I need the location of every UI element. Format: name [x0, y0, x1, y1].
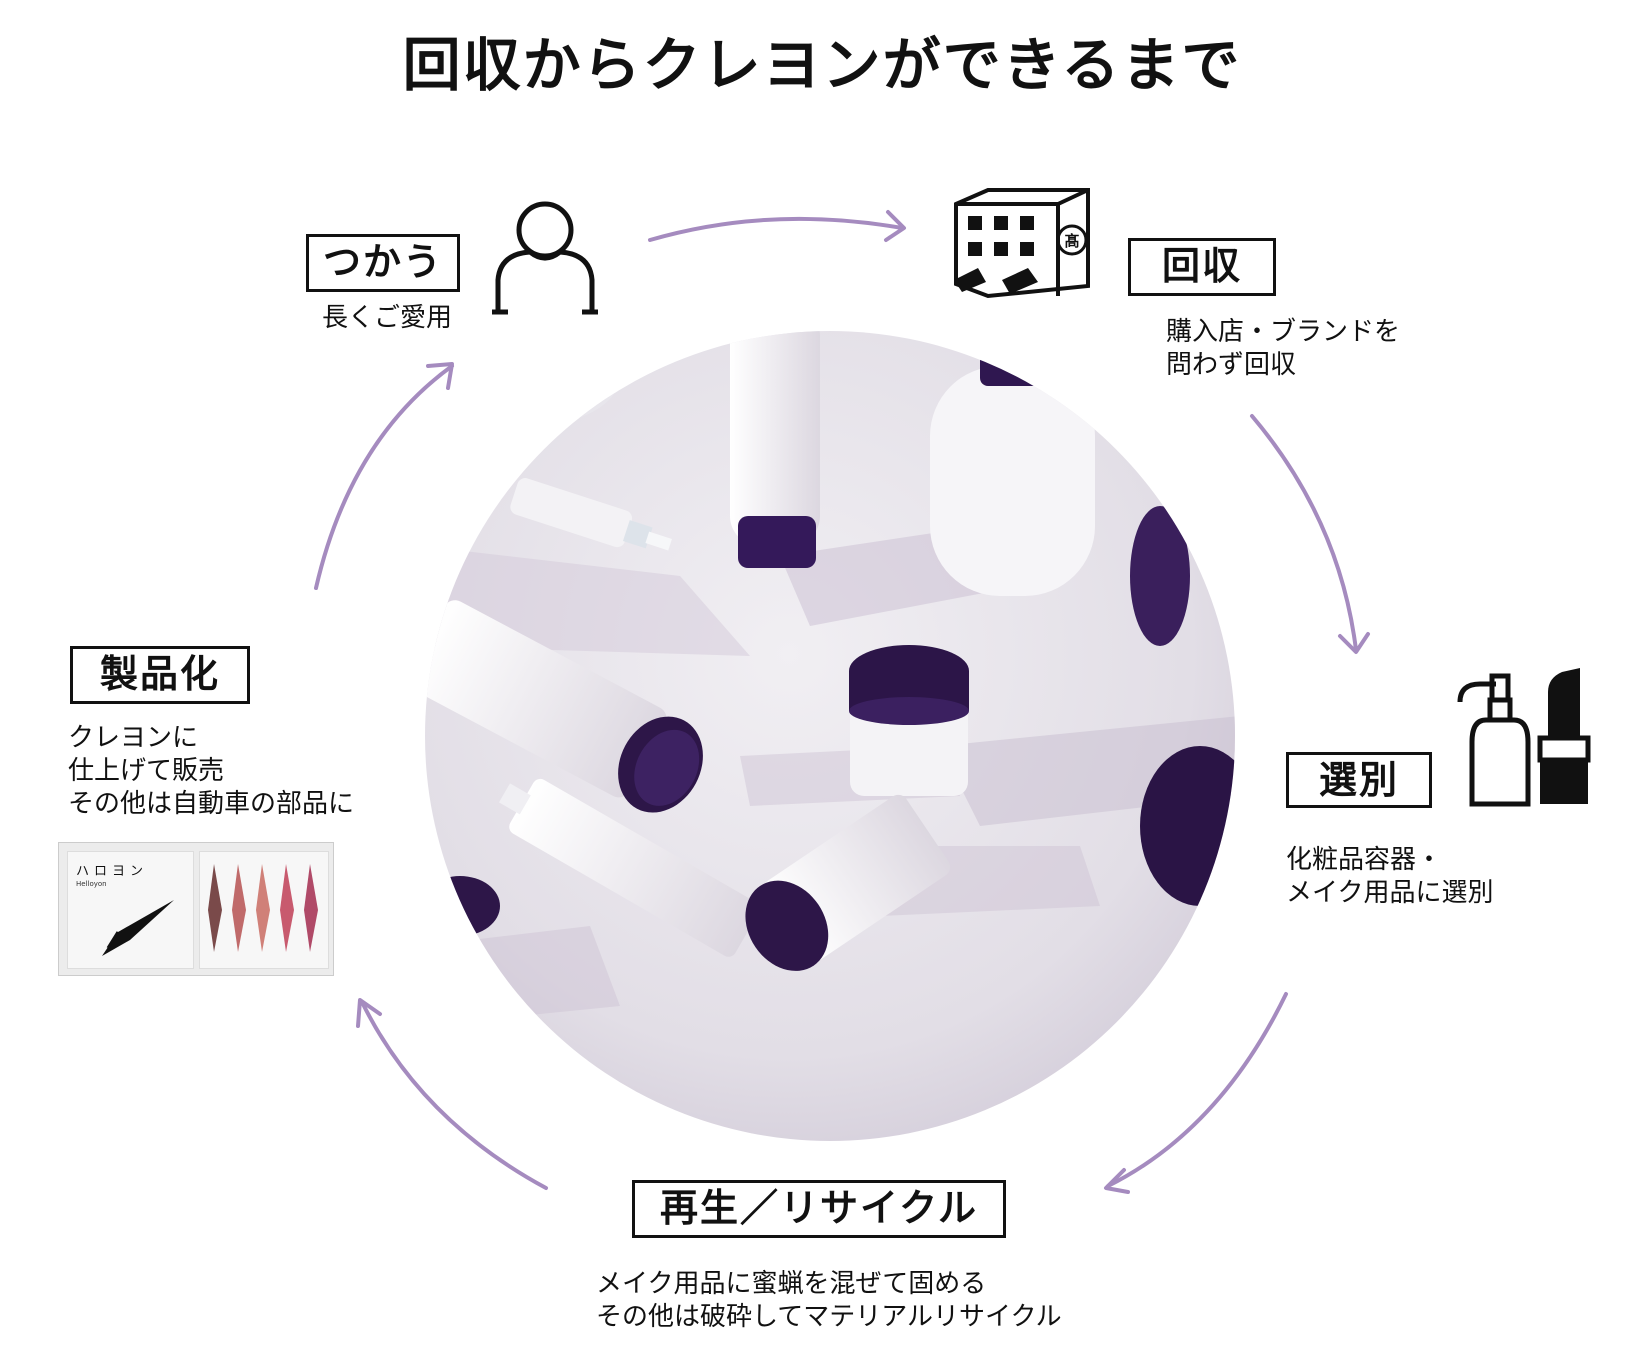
page-title: 回収からクレヨンができるまで [402, 31, 1242, 99]
svg-text:髙: 髙 [1064, 232, 1079, 250]
stage-sort-desc: 化粧品容器・ メイク用品に選別 [1286, 844, 1493, 910]
arrow-use-to-collect [648, 216, 904, 242]
stage-produce-desc-line: その他は自動車の部品に [68, 789, 355, 819]
product-thumbnail: ハロヨン Helloyon [58, 842, 334, 976]
pump-bottle-icon [1457, 673, 1531, 807]
stage-recycle-label: 再生／リサイクル [632, 1180, 1006, 1238]
stage-use-desc-line: 長くご愛用 [322, 303, 453, 333]
stage-sort-desc-line: メイク用品に選別 [1286, 878, 1494, 908]
stage-recycle-desc: メイク用品に蜜蝋を混ぜて固める その他は破砕してマテリアルリサイクル [596, 1268, 1062, 1334]
stage-use-desc: 長くご愛用 [322, 302, 452, 335]
product-box-cover: ハロヨン Helloyon [67, 851, 194, 969]
arrow-collect-to-sort [1250, 414, 1358, 652]
stage-produce-desc-line: 仕上げて販売 [68, 756, 225, 786]
arrow-recycle-to-produce [360, 1000, 548, 1190]
stage-produce-desc-line: クレヨンに [68, 723, 199, 753]
arrow-produce-to-use [314, 364, 454, 590]
cosmetic-containers-photo [425, 331, 1235, 1141]
stage-recycle-desc-line: その他は破砕してマテリアルリサイクル [596, 1302, 1062, 1332]
stage-produce-label: 製品化 [70, 646, 250, 704]
product-box-crayons [199, 851, 329, 969]
stage-recycle-desc-line: メイク用品に蜜蝋を混ぜて固める [596, 1269, 987, 1299]
arrow-collect-to-sort-head [1338, 632, 1370, 654]
department-store-building-icon: 髙 [954, 188, 1090, 299]
arrow-recycle-to-produce-head [356, 998, 382, 1028]
stage-sort-desc-line: 化粧品容器・ [1286, 845, 1443, 875]
crayon-set-icon [208, 864, 318, 952]
product-name-en: Helloyon [76, 880, 107, 888]
lipstick-icon [1537, 668, 1591, 804]
crayon-stroke-icon [102, 900, 174, 956]
stage-collect-desc-line: 購入店・ブランドを [1166, 317, 1401, 347]
product-name-jp: ハロヨン [76, 864, 149, 879]
arrow-produce-to-use-head [426, 362, 454, 390]
arrow-sort-to-recycle-head [1104, 1168, 1130, 1194]
person-icon [492, 201, 598, 315]
arrow-use-to-collect-head [884, 210, 906, 242]
arrow-sort-to-recycle [1106, 992, 1288, 1188]
stage-use-label: つかう [306, 234, 460, 292]
stage-produce-desc: クレヨンに 仕上げて販売 その他は自動車の部品に [68, 722, 354, 821]
stage-sort-label: 選別 [1286, 752, 1432, 808]
stage-collect-label: 回収 [1128, 238, 1276, 296]
stage-collect-desc: 購入店・ブランドを 問わず回収 [1166, 316, 1400, 382]
stage-collect-desc-line: 問わず回収 [1166, 350, 1297, 380]
